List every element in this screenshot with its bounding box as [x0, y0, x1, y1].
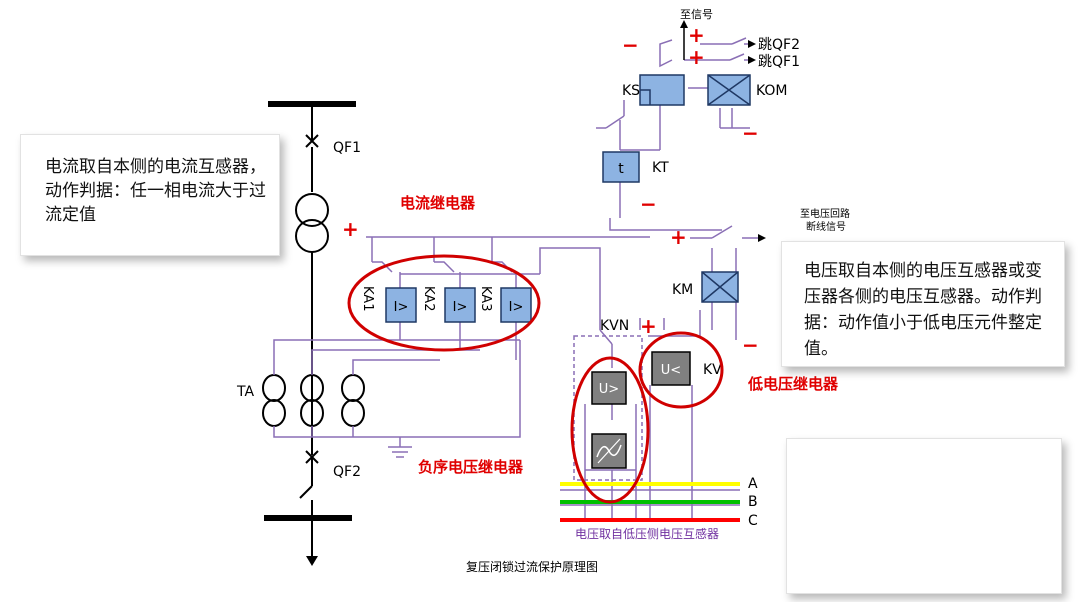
empty-note-box [786, 438, 1062, 594]
phase-b-label: B [748, 494, 758, 510]
plus-sign: + [688, 23, 705, 47]
kom-relay [707, 74, 751, 106]
feeder-arrow [306, 556, 318, 566]
kt-relay: t [602, 151, 640, 183]
svg-text:I>: I> [509, 300, 524, 315]
ka2-relay: I> [444, 287, 476, 323]
qf1-label: QF1 [333, 140, 361, 156]
trip-qf2-arrow [748, 40, 756, 48]
kvn-label: KVN [600, 318, 629, 334]
ka2-label: KA2 [421, 286, 436, 311]
svg-text:t: t [618, 161, 624, 177]
svg-text:U<: U< [661, 363, 681, 378]
km-relay [701, 271, 739, 303]
qf1-symbol [305, 134, 319, 148]
kv-label: KV [703, 362, 722, 378]
vt-signal-label-2: 断线信号 [806, 220, 846, 233]
current-relay-label: 电流继电器 [400, 194, 476, 212]
ks-relay [639, 74, 685, 106]
u-gt-relay: U> [591, 371, 627, 405]
secondary-wiring [273, 37, 760, 521]
vt-signal-label-1: 至电压回路 [800, 207, 850, 220]
negative-sequence-relay-label: 负序电压继电器 [418, 458, 524, 476]
low-voltage-highlight [638, 331, 724, 409]
voltage-source-note-text: 电压取自本侧的电压互感器或变压器各侧的电压互感器。动作判据：动作值小于低电压元件… [804, 261, 1042, 359]
trip-qf1-label: 跳QF1 [758, 54, 800, 70]
ta-label: TA [236, 384, 254, 400]
kom-label: KOM [756, 83, 788, 99]
diagram-caption: 复压闭锁过流保护原理图 [466, 559, 598, 574]
phase-c-label: C [748, 513, 758, 529]
ka3-relay: I> [500, 287, 532, 323]
trip-qf2-label: 跳QF2 [758, 37, 800, 53]
plus-sign: + [670, 225, 687, 249]
svg-text:I>: I> [394, 300, 409, 315]
ks-label: KS [622, 83, 640, 99]
minus-sign: − [742, 333, 759, 357]
u-lt-relay: U< [651, 351, 691, 386]
current-source-note: 电流取自本侧的电流互感器，动作判据：任一相电流大于过流定值 [20, 134, 280, 256]
current-source-note-text: 电流取自本侧的电流互感器，动作判据：任一相电流大于过流定值 [45, 157, 266, 225]
vt-signal-arrow [758, 234, 766, 242]
plus-sign: + [640, 314, 657, 338]
voltage-source-note: 电压取自本侧的电压互感器或变压器各侧的电压互感器。动作判据：动作值小于低电压元件… [781, 241, 1065, 367]
qf2-label: QF2 [333, 464, 361, 480]
minus-sign: − [640, 192, 657, 216]
vt-source-label: 电压取自低压侧电压互感器 [575, 526, 719, 541]
negative-sequence-highlight [570, 356, 650, 504]
to-signal-label: 至信号 [680, 8, 713, 21]
km-label: KM [672, 282, 693, 298]
negative-sequence-filter [591, 433, 627, 469]
qf2-switch-blade [299, 485, 313, 499]
plus-sign: + [688, 45, 705, 69]
svg-text:U>: U> [599, 382, 619, 397]
ka1-label: KA1 [360, 286, 375, 311]
transformer-winding-bottom [295, 219, 329, 253]
svg-text:I>: I> [453, 300, 468, 315]
plus-sign: + [342, 217, 359, 241]
ka3-label: KA3 [478, 286, 493, 311]
ka1-relay: I> [385, 287, 417, 323]
minus-sign: − [742, 121, 759, 145]
ta-coils [262, 374, 365, 427]
phase-a-label: A [748, 476, 758, 492]
transformer-winding-top [295, 193, 329, 227]
current-relay-highlight [347, 254, 541, 352]
minus-sign: − [622, 33, 639, 57]
to-signal-arrow [680, 20, 688, 28]
low-voltage-relay-label: 低电压继电器 [747, 375, 839, 393]
trip-qf1-arrow [748, 56, 756, 64]
kt-label: KT [652, 160, 669, 176]
